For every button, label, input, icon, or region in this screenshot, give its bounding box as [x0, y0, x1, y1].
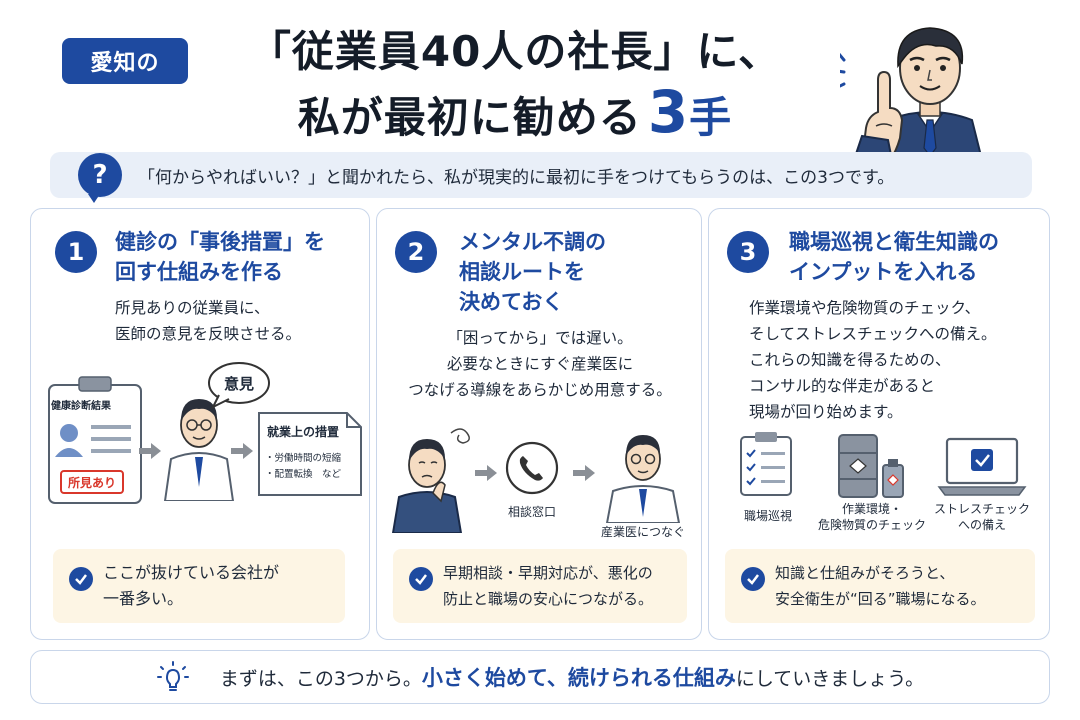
laptop-check-icon — [937, 437, 1027, 496]
arrow-right-icon — [139, 443, 161, 459]
stress-check-label-line: への備え — [957, 518, 1006, 532]
finding-badge: 所見あり — [67, 476, 116, 490]
footer-prefix: まずは、この3つから。 — [219, 667, 422, 690]
check-circle-icon — [409, 567, 433, 591]
arrow-right-icon — [573, 465, 595, 481]
card-2-desc-line: つなげる導線をあらかじめ用意する。 — [408, 381, 672, 399]
note-line: 安全衛生が“回る”職場になる。 — [775, 590, 986, 608]
card-1-desc-line: 所見ありの従業員に、 — [115, 299, 270, 317]
stress-check-label-line: ストレスチェック — [933, 502, 1030, 516]
doctor-icon — [163, 399, 235, 501]
arrow-right-icon — [475, 465, 497, 481]
card-3-desc-line: コンサル的な伴走があると — [749, 377, 936, 395]
hazard-check-label-line: 危険物質のチェック — [817, 518, 926, 532]
card-1-desc-line: 医師の意見を反映させる。 — [115, 325, 302, 343]
question-text: 「何からやればいい？」と聞かれたら、私が現実的に最初に手をつけてもらうのは、この… — [138, 167, 895, 188]
card-3-note: 知識と仕組みがそろうと、 安全衛生が“回る”職場になる。 — [725, 549, 1035, 623]
card-2-note: 早期相談・早期対応が、悪化の 防止と職場の安心につながる。 — [393, 549, 687, 623]
card-3-title: 職場巡視と衛生知識の インプットを入れる — [789, 227, 999, 287]
card-3-desc-line: そしてストレスチェックへの備え。 — [749, 325, 997, 343]
card-1-title-line: 健診の「事後措置」を — [115, 230, 325, 254]
inspection-label: 職場巡視 — [743, 509, 792, 523]
document-item: ・労働時間の短縮 — [265, 453, 342, 464]
card-1-note-text: ここが抜けている会社が 一番多い。 — [103, 560, 279, 612]
card-1-description: 所見ありの従業員に、 医師の意見を反映させる。 — [115, 295, 301, 347]
note-line: 知識と仕組みがそろうと、 — [775, 564, 955, 582]
card-3-desc-line: これらの知識を得るための、 — [749, 351, 951, 369]
occupational-doctor-icon — [605, 435, 681, 523]
note-line: 早期相談・早期対応が、悪化の — [443, 564, 653, 582]
card-2-desc-line: 必要なときにすぐ産業医に — [446, 355, 634, 373]
card-2-title: メンタル不調の 相談ルートを 決めておく — [459, 227, 606, 317]
title-number: 3 — [647, 78, 690, 146]
doctor-connect-label: 産業医につなぐ — [600, 525, 685, 539]
card-3-title-line: 職場巡視と衛生知識の — [789, 230, 999, 254]
worried-employee-icon — [391, 428, 470, 533]
card-1-note: ここが抜けている会社が 一番多い。 — [53, 549, 345, 623]
card-2-title-line: 決めておく — [459, 290, 564, 314]
footer-highlight: 小さく始めて、続けられる仕組み — [421, 666, 736, 690]
check-circle-icon — [69, 567, 93, 591]
phone-icon — [505, 441, 559, 495]
consultation-desk-label: 相談窓口 — [507, 505, 556, 519]
card-2-title-line: 相談ルートを — [459, 260, 585, 284]
document-title: 就業上の措置 — [267, 425, 340, 439]
question-bubble-icon: ? — [78, 153, 122, 203]
check-circle-icon — [741, 567, 765, 591]
title-line-1: 「従業員40人の社長」に、 — [248, 27, 782, 76]
note-line: ここが抜けている会社が — [103, 563, 280, 582]
card-1-title-line: 回す仕組みを作る — [115, 260, 283, 284]
footer-banner: まずは、この3つから。 小さく始めて、続けられる仕組み にしていきましょう。 — [30, 650, 1050, 704]
card-3-note-text: 知識と仕組みがそろうと、 安全衛生が“回る”職場になる。 — [775, 560, 986, 612]
arrow-right-icon — [231, 443, 253, 459]
card-1-title: 健診の「事後措置」を 回す仕組みを作る — [115, 227, 325, 287]
hazardous-barrel-icon — [838, 434, 904, 498]
question-bar: ? 「何からやればいい？」と聞かれたら、私が現実的に最初に手をつけてもらうのは、… — [50, 152, 1032, 203]
card-2-desc-line: 「困ってから」では遅い。 — [447, 329, 633, 347]
region-tag: 愛知の — [62, 38, 188, 84]
card-3-title-line: インプットを入れる — [789, 260, 978, 284]
card-1-number: 1 — [55, 231, 97, 273]
card-2-number: 2 — [395, 231, 437, 273]
clipboard-title: 健康診断結果 — [51, 401, 111, 412]
card-3: 3 職場巡視と衛生知識の インプットを入れる 作業環境や危険物質のチェック、 そ… — [708, 208, 1050, 640]
speech-bubble-icon — [208, 362, 270, 409]
speech-bubble-text: 意見 — [223, 375, 254, 393]
hazard-check-label-line: 作業環境・ — [841, 502, 902, 516]
card-2-note-text: 早期相談・早期対応が、悪化の 防止と職場の安心につながる。 — [443, 560, 653, 612]
title-suffix: 手 — [689, 93, 733, 142]
stress-check-label: ストレスチェック への備え — [923, 501, 1041, 533]
checklist-clipboard-icon — [740, 432, 792, 496]
card-3-desc-line: 作業環境や危険物質のチェック、 — [749, 299, 981, 317]
card-3-description: 作業環境や危険物質のチェック、 そしてストレスチェックへの備え。 これらの知識を… — [749, 295, 997, 425]
card-2: 2 メンタル不調の 相談ルートを 決めておく 「困ってから」では遅い。 必要なと… — [376, 208, 702, 640]
card-3-number: 3 — [727, 231, 769, 273]
document-item: ・配置転換 など — [265, 469, 342, 480]
note-line: 一番多い。 — [103, 589, 184, 608]
lightbulb-icon — [156, 661, 189, 691]
document-items: ・労働時間の短縮 ・配置転換 など — [265, 451, 341, 483]
card-2-description: 「困ってから」では遅い。 必要なときにすぐ産業医に つなげる導線をあらかじめ用意… — [377, 325, 703, 403]
presenter-illustration — [840, 27, 984, 160]
health-check-clipboard-icon — [48, 376, 142, 504]
hazard-check-label: 作業環境・ 危険物質のチェック — [817, 501, 927, 533]
title-line-2-text: 私が最初に勧める — [297, 93, 642, 142]
card-2-title-line: メンタル不調の — [459, 230, 606, 254]
document-icon — [258, 412, 362, 496]
footer-suffix: にしていきましょう。 — [735, 667, 925, 690]
card-3-desc-line: 現場が回り始めます。 — [749, 403, 903, 421]
note-line: 防止と職場の安心につながる。 — [443, 590, 654, 608]
emphasis-lines-icon — [840, 52, 846, 88]
card-1: 1 健診の「事後措置」を 回す仕組みを作る 所見ありの従業員に、 医師の意見を反… — [30, 208, 370, 640]
